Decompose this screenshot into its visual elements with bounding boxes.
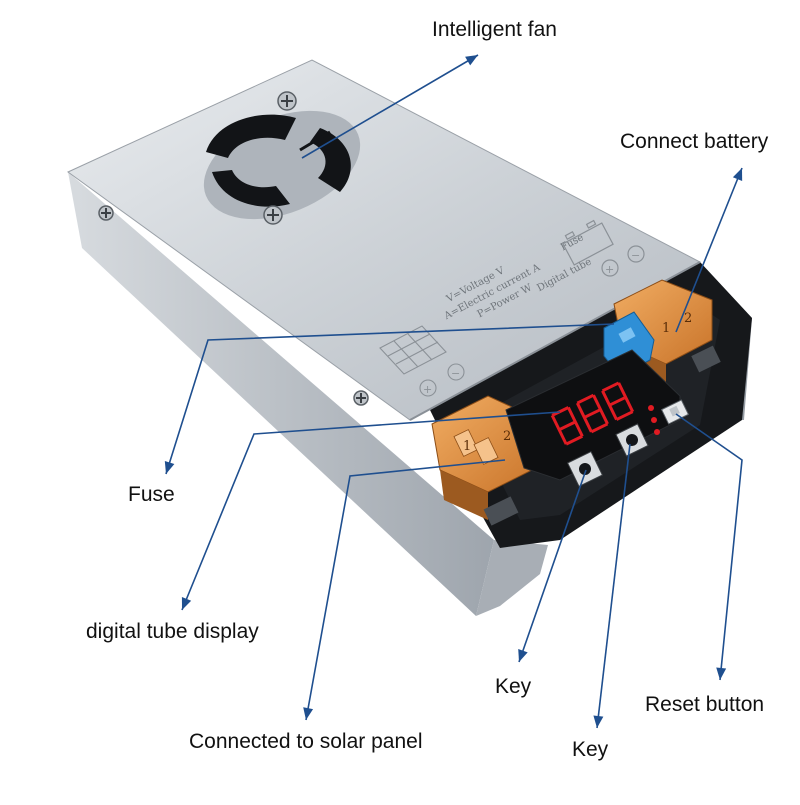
fuse-left-num-1: 1 — [463, 439, 471, 454]
arrow-solar — [303, 459, 506, 721]
arrowhead-icon — [181, 597, 192, 610]
arrowhead-icon — [732, 168, 743, 181]
arrow-key-left — [518, 469, 587, 663]
arrow-key-right — [593, 443, 631, 729]
terminal-block — [483, 345, 721, 526]
label-connect-battery: Connect battery — [620, 130, 769, 153]
print-plus-solar: + — [423, 383, 432, 396]
label-digital-tube-display: digital tube display — [86, 620, 259, 643]
arrowhead-icon — [593, 715, 604, 728]
arrow-fan — [301, 54, 479, 159]
screw-icon — [98, 91, 369, 406]
label-key-right: Key — [572, 738, 609, 761]
arrowhead-icon — [465, 55, 478, 66]
label-key-left: Key — [495, 675, 532, 698]
key-button-right — [615, 423, 649, 457]
battery-icon — [562, 219, 645, 277]
arrow-battery — [675, 167, 743, 333]
fuse-right-num-1: 1 — [662, 321, 670, 336]
arrow-display — [181, 411, 561, 611]
print-minus-solar: − — [451, 367, 460, 380]
label-reset-button: Reset button — [645, 693, 765, 716]
fan-icon — [203, 110, 361, 220]
print-minus-battery: − — [631, 249, 640, 262]
arrowhead-icon — [303, 707, 314, 720]
solar-panel-icon — [379, 325, 465, 397]
reset-button — [660, 399, 690, 425]
callout-arrows — [164, 54, 743, 729]
print-plus-battery: + — [605, 263, 614, 276]
housing-foot — [476, 540, 548, 616]
fuse-left-num-2: 2 — [503, 429, 511, 444]
label-intelligent-fan: Intelligent fan — [432, 18, 557, 41]
key-button-left — [566, 450, 604, 488]
arrowhead-icon — [164, 461, 175, 474]
arrowhead-icon — [716, 667, 727, 680]
label-connected-solar-panel: Connected to solar panel — [189, 730, 423, 753]
label-fuse: Fuse — [128, 483, 175, 506]
digital-tube-display — [505, 349, 681, 481]
fuse-right-num-2: 2 — [684, 311, 692, 326]
arrowhead-icon — [518, 649, 528, 662]
housing-left-wall — [68, 172, 494, 616]
arrow-fuse — [164, 323, 615, 475]
arrow-reset — [675, 413, 743, 681]
